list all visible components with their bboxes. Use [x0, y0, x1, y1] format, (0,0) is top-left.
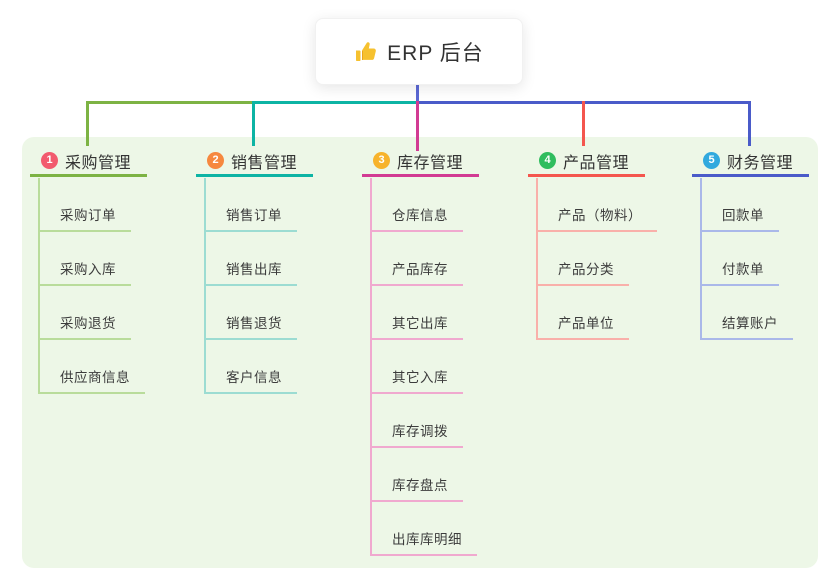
child-row: 出库库明细 — [372, 502, 530, 556]
child-row: 产品单位 — [538, 286, 696, 340]
thumbs-up-icon — [354, 40, 378, 64]
child-row: 库存盘点 — [372, 448, 530, 502]
child-row: 产品库存 — [372, 232, 530, 286]
child-node[interactable]: 库存调拨 — [372, 424, 463, 448]
branch-node-finance[interactable]: 5 财务管理 — [692, 147, 809, 177]
branch-children-purchase: 采购订单 采购入库 采购退货 供应商信息 — [38, 178, 198, 394]
branch-children-sales: 销售订单 销售出库 销售退货 客户信息 — [204, 178, 364, 394]
bus-connector-line-sales — [252, 101, 418, 104]
child-row: 其它入库 — [372, 340, 530, 394]
drop-connector-line-product — [582, 101, 585, 146]
child-node[interactable]: 回款单 — [702, 208, 779, 232]
branch-node-purchase[interactable]: 1 采购管理 — [30, 147, 147, 177]
branch-number-badge: 2 — [207, 152, 224, 169]
branch-children-product: 产品（物料） 产品分类 产品单位 — [536, 178, 696, 340]
bus-connector-line-purchase — [86, 101, 255, 104]
child-node[interactable]: 结算账户 — [702, 316, 793, 340]
child-node[interactable]: 客户信息 — [206, 370, 297, 394]
child-row: 库存调拨 — [372, 394, 530, 448]
child-row: 销售退货 — [206, 286, 364, 340]
branch-label: 财务管理 — [727, 154, 794, 172]
child-node[interactable]: 仓库信息 — [372, 208, 463, 232]
child-row: 销售出库 — [206, 232, 364, 286]
child-row: 回款单 — [702, 178, 839, 232]
child-row: 仓库信息 — [372, 178, 530, 232]
branch-number-badge: 5 — [703, 152, 720, 169]
child-node[interactable]: 采购退货 — [40, 316, 131, 340]
branch-children-finance: 回款单 付款单 结算账户 — [700, 178, 839, 340]
child-node[interactable]: 产品分类 — [538, 262, 629, 286]
child-node[interactable]: 供应商信息 — [40, 370, 145, 394]
child-row: 采购入库 — [40, 232, 198, 286]
child-node[interactable]: 其它入库 — [372, 370, 463, 394]
branch-label: 库存管理 — [397, 154, 464, 172]
child-row: 付款单 — [702, 232, 839, 286]
child-row: 产品分类 — [538, 232, 696, 286]
child-node[interactable]: 库存盘点 — [372, 478, 463, 502]
drop-connector-line-purchase — [86, 101, 89, 146]
child-node[interactable]: 采购入库 — [40, 262, 131, 286]
child-row: 采购订单 — [40, 178, 198, 232]
root-node[interactable]: ERP 后台 — [315, 18, 523, 85]
branch-number-badge: 1 — [41, 152, 58, 169]
branch-number-badge: 3 — [373, 152, 390, 169]
child-row: 结算账户 — [702, 286, 839, 340]
branch-node-inventory[interactable]: 3 库存管理 — [362, 147, 479, 177]
child-node[interactable]: 销售退货 — [206, 316, 297, 340]
child-row: 客户信息 — [206, 340, 364, 394]
child-row: 产品（物料） — [538, 178, 696, 232]
drop-connector-line-finance — [748, 101, 751, 146]
child-node[interactable]: 产品单位 — [538, 316, 629, 340]
branch-children-inventory: 仓库信息 产品库存 其它出库 其它入库 库存调拨 库存盘点 出库库明细 — [370, 178, 530, 556]
child-node[interactable]: 采购订单 — [40, 208, 131, 232]
child-node[interactable]: 付款单 — [702, 262, 779, 286]
branch-label: 产品管理 — [563, 154, 630, 172]
root-node-label: ERP 后台 — [387, 41, 484, 65]
child-node[interactable]: 出库库明细 — [372, 532, 477, 556]
child-node[interactable]: 其它出库 — [372, 316, 463, 340]
branch-label: 采购管理 — [65, 154, 132, 172]
branches-panel — [22, 137, 818, 568]
child-node[interactable]: 销售订单 — [206, 208, 297, 232]
branch-label: 销售管理 — [231, 154, 298, 172]
branch-node-product[interactable]: 4 产品管理 — [528, 147, 645, 177]
child-row: 采购退货 — [40, 286, 198, 340]
root-stem-connector-line — [416, 84, 419, 104]
branch-number-badge: 4 — [539, 152, 556, 169]
child-node[interactable]: 产品库存 — [372, 262, 463, 286]
child-row: 其它出库 — [372, 286, 530, 340]
branch-node-sales[interactable]: 2 销售管理 — [196, 147, 313, 177]
child-row: 销售订单 — [206, 178, 364, 232]
drop-connector-line-inventory — [416, 101, 419, 151]
child-node[interactable]: 销售出库 — [206, 262, 297, 286]
child-row: 供应商信息 — [40, 340, 198, 394]
drop-connector-line-sales — [252, 101, 255, 146]
child-node[interactable]: 产品（物料） — [538, 208, 657, 232]
